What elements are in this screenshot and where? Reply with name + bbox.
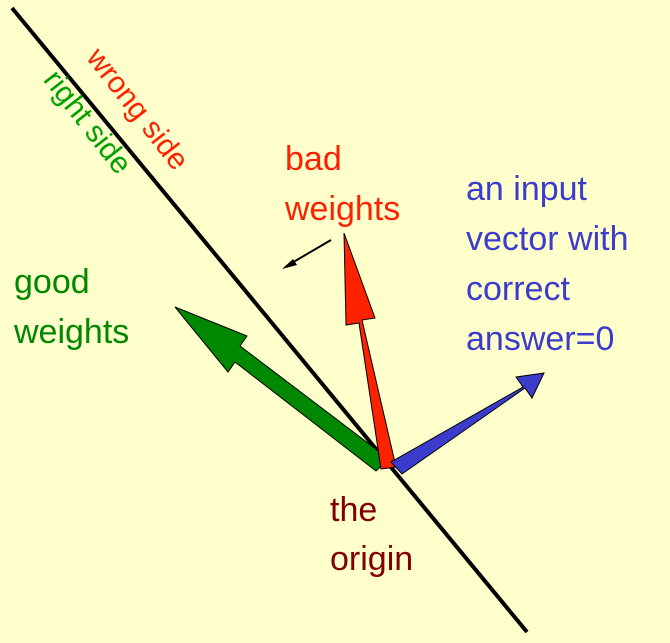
good-weights-label-line-1: good [14, 263, 90, 301]
bad-weights-arrow [343, 232, 397, 470]
origin-label-line-2: origin [330, 540, 413, 578]
bad-weights-label-line-1: bad [285, 140, 342, 178]
good-weights-arrow [174, 306, 390, 472]
weight-update-arrowhead [282, 259, 297, 269]
input-vector-label-line-4: answer=0 [466, 320, 614, 358]
good-weights-label: good weights [13, 263, 129, 351]
bad-weights-label-line-2: weights [284, 190, 400, 228]
input-vector-label: an input vector with correct answer=0 [466, 170, 638, 358]
decision-boundary-line [10, 6, 529, 634]
good-weights-label-line-2: weights [13, 313, 129, 351]
origin-label: the origin [330, 491, 413, 578]
origin-label-line-1: the [330, 491, 377, 529]
input-vector-label-line-3: correct [466, 270, 570, 308]
input-vector-label-line-2: vector with [466, 220, 629, 258]
bad-weights-label: bad weights [284, 140, 400, 228]
input-vector-arrow [390, 372, 545, 475]
input-vector-label-line-1: an input [466, 170, 588, 208]
weight-update-arrow [289, 239, 332, 265]
